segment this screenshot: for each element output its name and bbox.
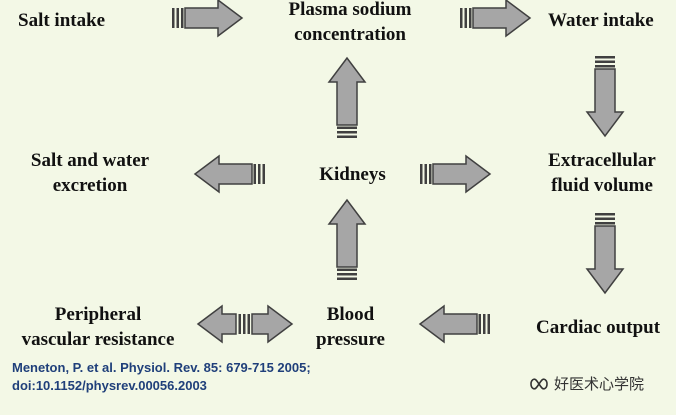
arrow-kidneys-to-excretion (194, 155, 266, 193)
node-salt-intake: Salt intake (18, 10, 106, 31)
watermark-text: 好医术心学院 (554, 375, 645, 393)
arrow-ecf-to-cardiac (586, 212, 624, 294)
arrow-salt-to-plasma (171, 0, 243, 37)
citation-text: Meneton, P. et al. Physiol. Rev. 85: 679… (12, 360, 311, 393)
arrow-bp-peripheral-bidirectional (196, 304, 294, 344)
node-plasma-sodium: Plasma sodium concentration (288, 0, 412, 45)
arrow-kidneys-to-plasma (328, 57, 366, 139)
arrow-kidneys-to-ecf (419, 155, 491, 193)
wechat-channel-icon (530, 378, 548, 390)
arrow-bp-to-kidneys (328, 199, 366, 281)
node-ecf-volume: Extracellular fluid volume (548, 150, 656, 196)
node-cardiac-output: Cardiac output (536, 317, 661, 338)
node-water-intake: Water intake (548, 10, 654, 31)
node-peripheral-resistance: Peripheral vascular resistance (21, 304, 175, 350)
arrow-cardiac-to-bp (419, 305, 491, 343)
node-kidneys: Kidneys (319, 164, 386, 185)
node-blood-pressure: Blood pressure (316, 304, 385, 350)
watermark: 好医术心学院 (528, 373, 644, 394)
node-salt-water-excretion: Salt and water excretion (30, 150, 150, 196)
arrow-water-to-ecf (586, 55, 624, 137)
arrow-plasma-to-water (459, 0, 531, 37)
